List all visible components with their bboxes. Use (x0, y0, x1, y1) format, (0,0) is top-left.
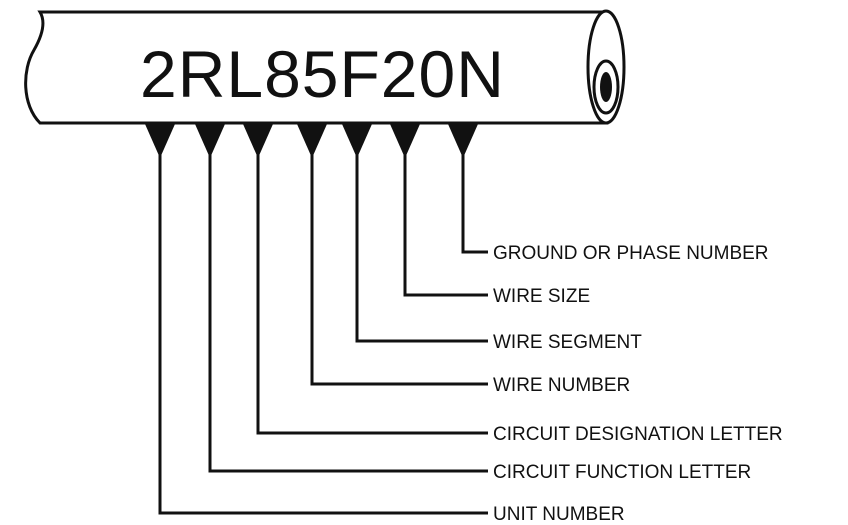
label-circuit-designation-letter: CIRCUIT DESIGNATION LETTER (493, 424, 783, 445)
conductor-core (600, 72, 612, 102)
label-ground-or-phase-number: GROUND OR PHASE NUMBER (493, 243, 769, 264)
label-unit-number: UNIT NUMBER (493, 504, 625, 525)
wire-code-text: 2RL85F20N (140, 37, 505, 111)
leader-wire-segment (357, 150, 488, 341)
leader-lines (160, 150, 488, 513)
leader-circuit-function-letter (210, 150, 488, 471)
callout-labels: GROUND OR PHASE NUMBER WIRE SIZE WIRE SE… (493, 243, 783, 525)
leader-wire-size (405, 150, 488, 295)
leader-circuit-designation-letter (258, 150, 488, 433)
label-circuit-function-letter: CIRCUIT FUNCTION LETTER (493, 462, 751, 483)
leader-ground-or-phase-number (463, 150, 488, 252)
label-wire-size: WIRE SIZE (493, 286, 590, 307)
label-wire-segment: WIRE SEGMENT (493, 332, 642, 353)
label-wire-number: WIRE NUMBER (493, 375, 630, 396)
